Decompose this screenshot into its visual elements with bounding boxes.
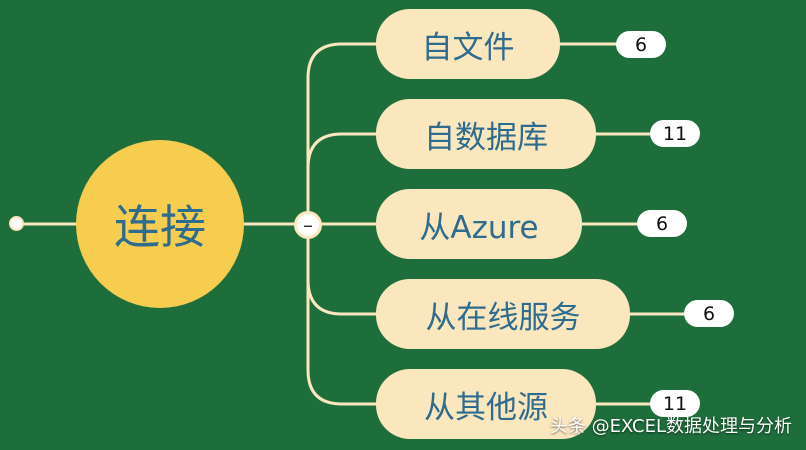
- collapse-toggle[interactable]: –: [294, 211, 322, 239]
- root-node-label: 连接: [114, 200, 206, 254]
- branch-node-from-azure[interactable]: 从Azure: [376, 189, 582, 259]
- count-badge[interactable]: 6: [637, 210, 687, 237]
- branch-label: 从在线服务: [425, 299, 581, 336]
- watermark-text: 头条 @EXCEL数据处理与分析: [549, 416, 792, 437]
- count-value: 11: [662, 122, 688, 145]
- connector-branch-4: [306, 224, 376, 316]
- branch-label: 从Azure: [419, 209, 539, 246]
- connector-branch-1: [306, 42, 376, 224]
- root-node[interactable]: 连接: [76, 140, 244, 308]
- count-badge[interactable]: 11: [650, 390, 700, 417]
- count-value: 6: [655, 212, 669, 235]
- count-badge[interactable]: 6: [684, 300, 734, 327]
- count-badge[interactable]: 6: [616, 31, 666, 58]
- count-value: 11: [662, 392, 688, 415]
- count-badge[interactable]: 11: [650, 120, 700, 147]
- left-connector-handle[interactable]: [9, 216, 24, 231]
- connector-branch-5: [306, 224, 376, 406]
- count-value: 6: [634, 33, 648, 56]
- count-value: 6: [702, 302, 716, 325]
- branch-label: 从其他源: [424, 389, 548, 426]
- branch-node-from-database[interactable]: 自数据库: [376, 99, 596, 169]
- branch-node-from-file[interactable]: 自文件: [376, 9, 560, 79]
- minus-icon: –: [303, 213, 313, 237]
- branch-node-from-online-services[interactable]: 从在线服务: [376, 279, 630, 349]
- connector-branch-2: [306, 132, 376, 224]
- branch-label: 自文件: [421, 29, 515, 66]
- branch-node-from-other-sources[interactable]: 从其他源: [376, 369, 596, 439]
- branch-label: 自数据库: [424, 119, 548, 156]
